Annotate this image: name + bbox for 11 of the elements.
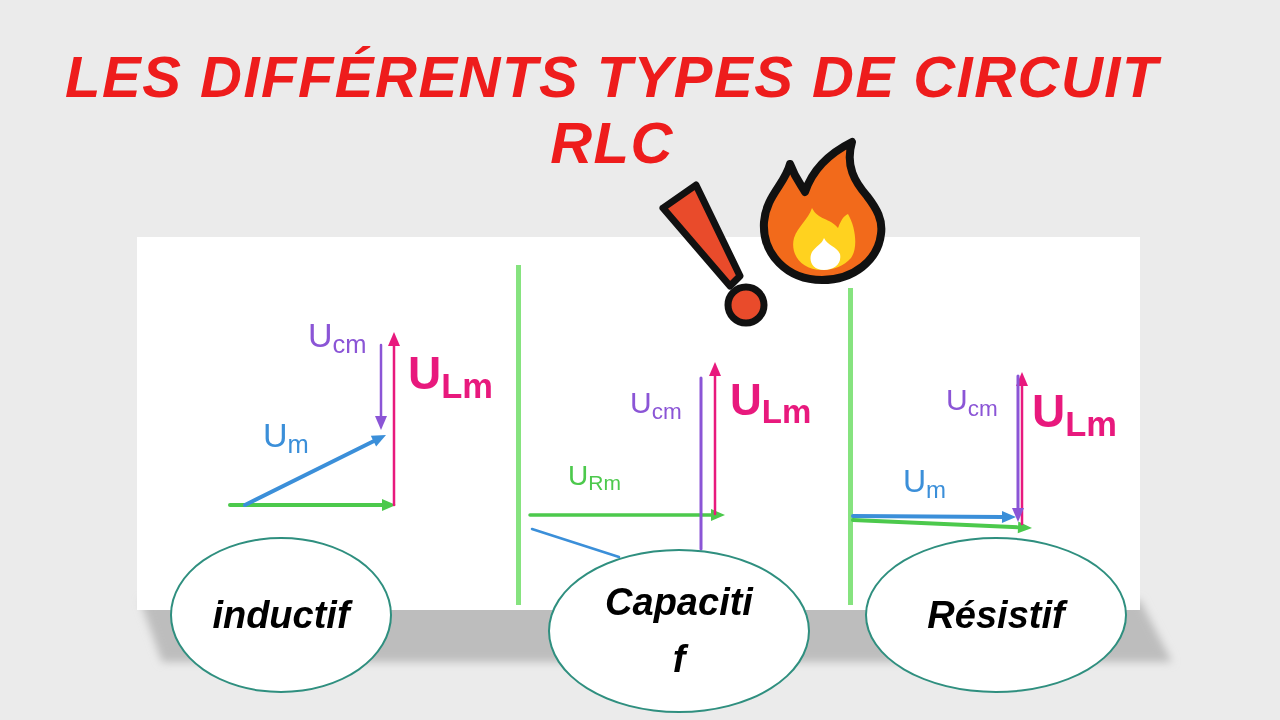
phasor-label: U$_{m}$ <box>263 418 309 452</box>
phasor-label: U$_{Lm}$ <box>408 350 493 396</box>
phasor-label: U$_{cm}$ <box>630 388 682 418</box>
phasor-label: U$_{cm}$ <box>946 385 998 415</box>
phasor-label: U$_{Lm}$ <box>1032 388 1117 434</box>
phasor-label: U$_{cm}$ <box>308 318 367 352</box>
title: LES DIFFÉRENTS TYPES DE CIRCUIT RLC <box>52 44 1172 176</box>
phasor-label: U$_{m}$ <box>903 465 947 497</box>
phasor-label: U$_{Rm}$ <box>568 462 621 490</box>
phasor-label: U$_{Lm}$ <box>730 378 812 422</box>
circuit-type-label: Capaciti f <box>604 580 755 682</box>
